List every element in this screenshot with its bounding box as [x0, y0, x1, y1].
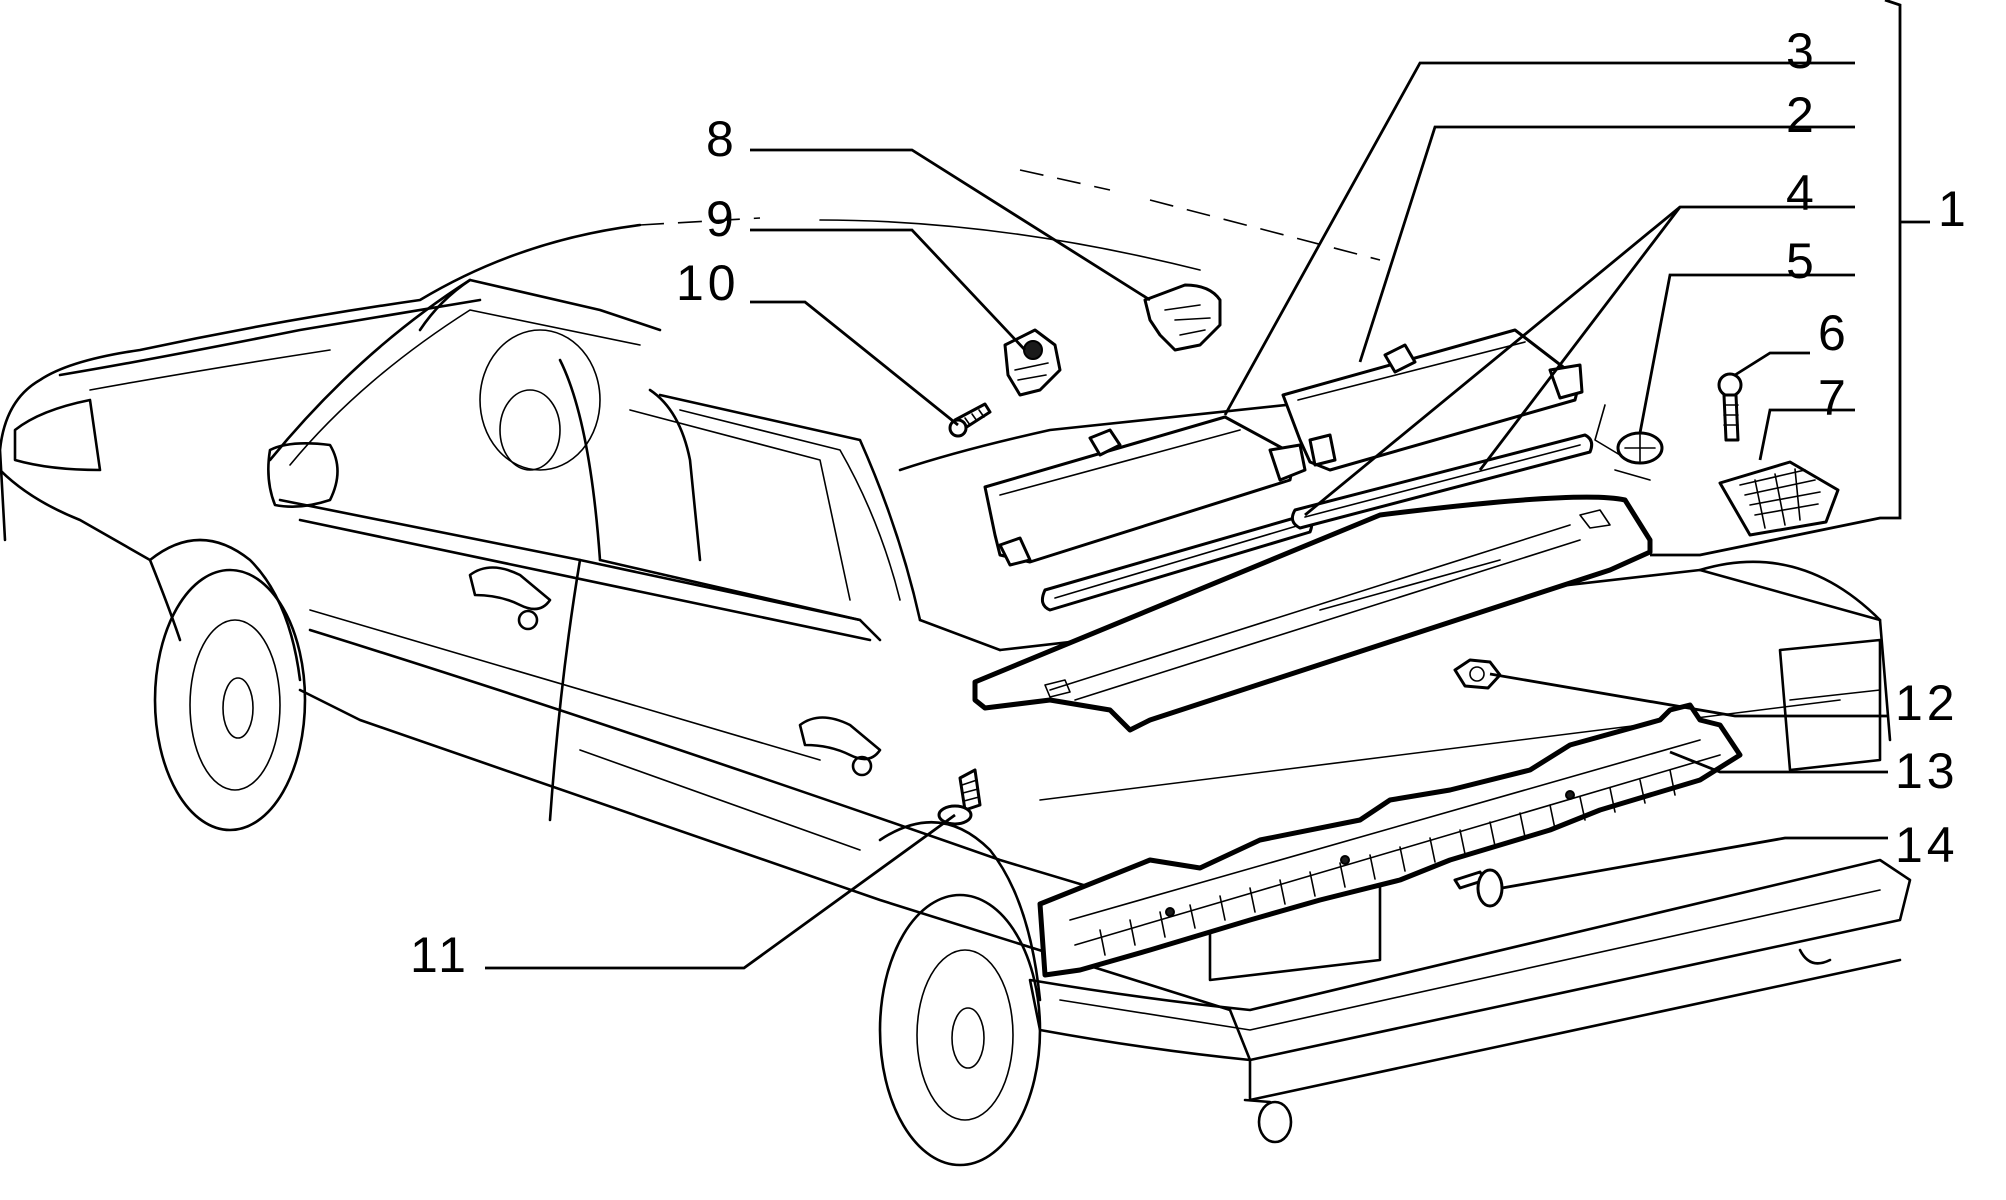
callout-9: 9 [706, 191, 738, 247]
part-14-push-clip [1453, 868, 1504, 908]
callout-3: 3 [1786, 23, 1818, 79]
callout-1: 1 [1938, 181, 1970, 237]
part-9-clip [1003, 328, 1062, 397]
part-4-seal-right [1290, 433, 1594, 530]
part-8-bracket [1143, 283, 1222, 352]
part-10-screw [948, 402, 992, 438]
callout-10: 10 [676, 255, 740, 311]
part-2-panel [1281, 328, 1584, 472]
callout-13: 13 [1895, 743, 1959, 799]
callout-4: 4 [1786, 165, 1818, 221]
leader-lines [485, 0, 1930, 970]
part-12-nut [1453, 658, 1502, 690]
part-13-trim-panel [1037, 702, 1743, 978]
part-3-panel [983, 415, 1307, 567]
part-11-push-clip [937, 768, 982, 826]
callout-6: 6 [1818, 305, 1850, 361]
part-5-cap [1594, 404, 1664, 481]
part-1-parcel-shelf [972, 494, 1653, 733]
callout-12: 12 [1895, 675, 1959, 731]
callout-7: 7 [1818, 370, 1850, 426]
part-6-screw [1717, 372, 1743, 442]
callout-labels: 3 2 4 1 5 6 7 8 9 10 11 12 13 14 [410, 23, 1970, 983]
callout-14: 14 [1895, 817, 1959, 873]
callout-11: 11 [410, 927, 470, 983]
car-body-outline [0, 169, 1912, 1167]
part-7-pad [1718, 460, 1840, 537]
callout-8: 8 [706, 111, 738, 167]
callout-5: 5 [1786, 233, 1818, 289]
callout-2: 2 [1786, 87, 1818, 143]
